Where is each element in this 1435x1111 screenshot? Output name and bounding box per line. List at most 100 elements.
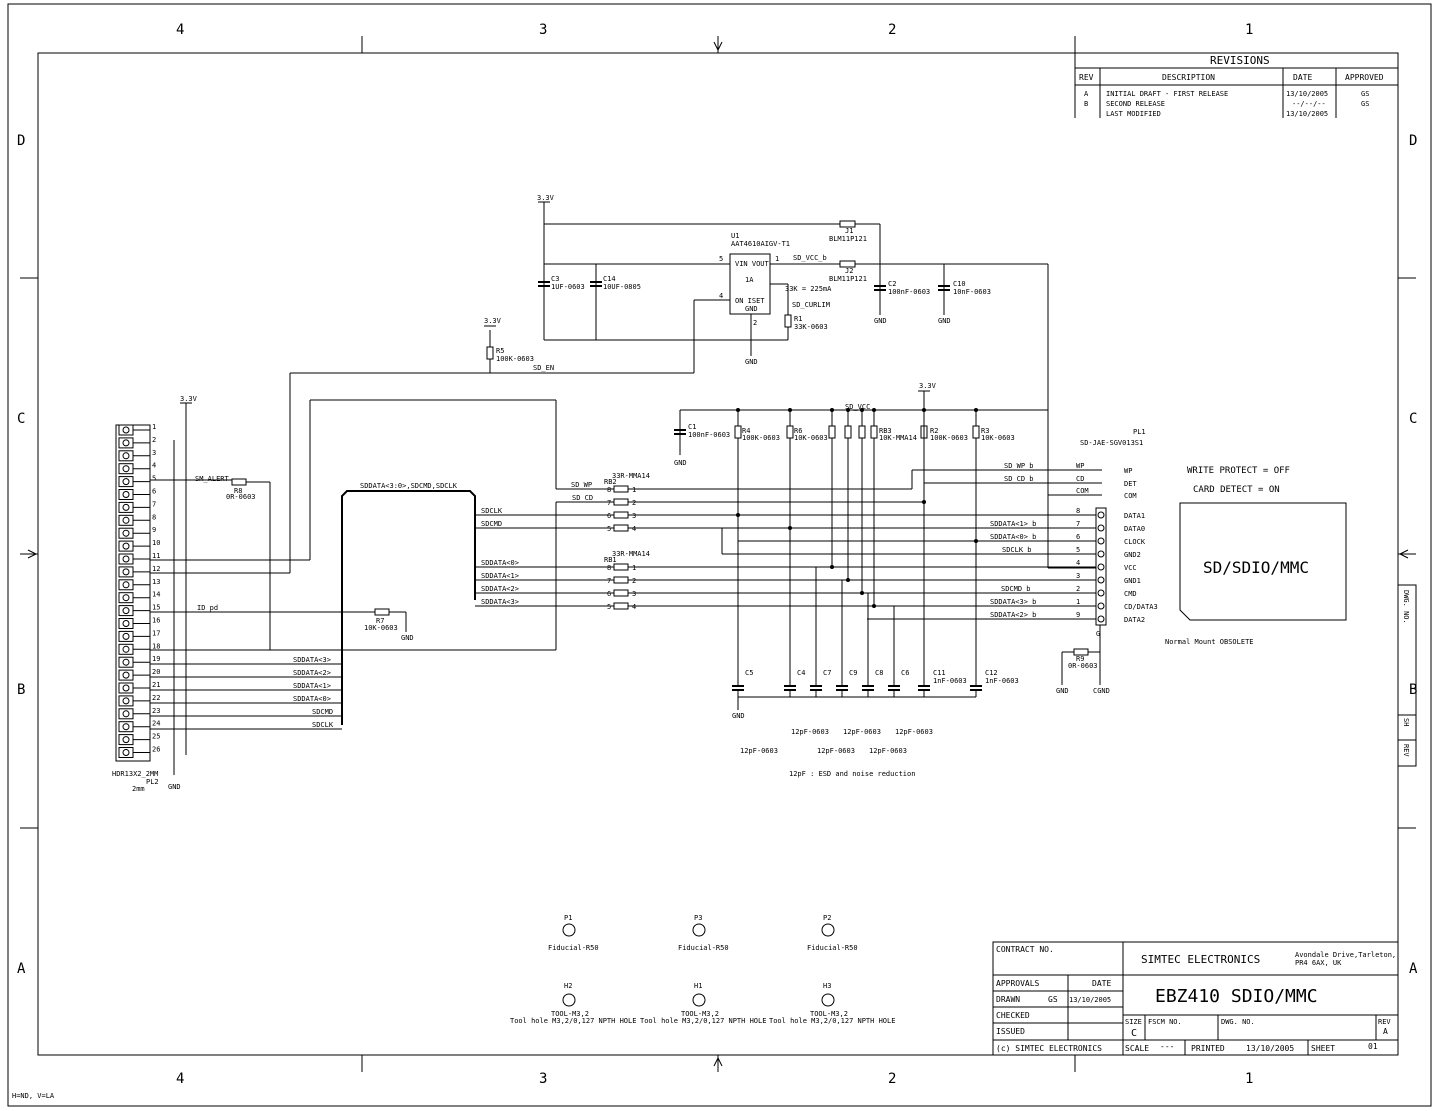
cn-net-d2: SDDATA<2>_b xyxy=(990,611,1036,619)
p1-part: Fiducial-R50 xyxy=(548,944,599,952)
reg-vout-net: SD_VCC_b xyxy=(793,254,827,262)
connector-pin xyxy=(1097,511,1105,519)
cn-net-d3: SDDATA<3>_b xyxy=(990,598,1036,606)
tb-company: SIMTEC ELECTRONICS xyxy=(1141,953,1260,966)
connector-pin-name: WP xyxy=(1124,467,1132,475)
pullup-resistor xyxy=(828,425,836,439)
col-label-1: 1 xyxy=(1245,22,1253,38)
rev-header-date: DATE xyxy=(1293,73,1312,82)
col-label-2-bottom: 2 xyxy=(888,1071,896,1087)
header-pin-number: 9 xyxy=(152,526,156,534)
cn-net-cd: SD_CD_b xyxy=(1004,475,1034,483)
rb-pin-right: 4 xyxy=(632,525,636,533)
r4-value: 100K-0603 xyxy=(742,434,780,442)
h2-part: TOOL-M3,2 xyxy=(551,1010,589,1018)
r8-ref: R8 xyxy=(234,487,242,495)
side-tab-dwg: DWG. NO. xyxy=(1402,590,1410,624)
side-tabs xyxy=(1397,584,1417,767)
tb-fscm: FSCM NO. xyxy=(1148,1018,1182,1026)
esd-value-2: 12pF-0603 xyxy=(843,728,881,736)
h1-ref: H1 xyxy=(694,982,702,990)
header-pin-number: 8 xyxy=(152,513,156,521)
p3-part: Fiducial-R50 xyxy=(678,944,729,952)
rb1-element xyxy=(613,576,629,584)
col-label-3: 3 xyxy=(539,22,547,38)
rev-header-approved: APPROVED xyxy=(1345,73,1384,82)
header-pin-hole xyxy=(122,736,130,744)
rb1-ref: RB1 xyxy=(604,556,617,564)
reg-supply-label: 3.3V xyxy=(537,194,555,202)
hdr-net-sddata3: SDDATA<3> xyxy=(293,656,331,664)
rb-pin-right: 3 xyxy=(632,590,636,598)
header-pin-hole xyxy=(122,723,130,731)
col-label-2: 2 xyxy=(888,22,896,38)
connector-nets-2 xyxy=(721,528,1096,620)
connector-pin xyxy=(1097,602,1105,610)
connector-pin-number: 9 xyxy=(1076,611,1080,619)
tb-sheet: SHEET xyxy=(1311,1044,1335,1053)
rb-pin-right: 1 xyxy=(632,486,636,494)
col-label-1-bottom: 1 xyxy=(1245,1071,1253,1087)
svg-text:LAST MODIFIED: LAST MODIFIED xyxy=(1106,110,1161,118)
row-label-c-right: C xyxy=(1409,411,1417,427)
rb1-element xyxy=(613,589,629,597)
pl1-g: G xyxy=(1096,630,1100,638)
tb-issued: ISSUED xyxy=(996,1027,1025,1036)
pullup-resistor xyxy=(844,425,852,439)
reg-gnd: GND xyxy=(745,358,758,366)
header-pin-hole xyxy=(122,671,130,679)
svg-text:B: B xyxy=(1084,100,1088,108)
cn-net-d1: SDDATA<1>_b xyxy=(990,520,1036,528)
header-pin-number: 16 xyxy=(152,617,160,625)
c1-value: 100nF-0603 xyxy=(688,431,730,439)
header-pin-hole xyxy=(122,426,130,434)
h3-ref: H3 xyxy=(823,982,831,990)
header-pin-number: 5 xyxy=(152,475,156,483)
net-sd-wp: SD_WP xyxy=(571,481,592,489)
header-pin-number: 15 xyxy=(152,604,160,612)
side-tab-sh: SH xyxy=(1402,718,1410,726)
tb-printed-date: 13/10/2005 xyxy=(1246,1044,1294,1053)
r9-value: 0R-0603 xyxy=(1068,662,1098,670)
hdr-net-sddata1: SDDATA<1> xyxy=(293,682,331,690)
outer-border xyxy=(7,3,1432,1107)
reg-pin5: 5 xyxy=(719,255,723,263)
header-pin-hole xyxy=(122,491,130,498)
reg-pin1: 1 xyxy=(775,255,779,263)
cn-net-wp: SD_WP_b xyxy=(1004,462,1034,470)
tb-printed: PRINTED xyxy=(1191,1044,1225,1053)
rb2-ref: RB2 xyxy=(604,478,617,486)
junction-dot xyxy=(872,408,876,412)
header-pins: 1234567891011121314151617181920212223242… xyxy=(118,423,160,758)
bus-line xyxy=(341,490,476,725)
connector-pin-number: 8 xyxy=(1076,507,1080,515)
c12-value: 1nF-0603 xyxy=(985,677,1019,685)
connector-pin-number: 6 xyxy=(1076,533,1080,541)
bus-label: SDDATA<3:0>,SDCMD,SDCLK xyxy=(360,482,458,490)
inner-border xyxy=(37,52,1399,1056)
hdr-net-sddata2: SDDATA<2> xyxy=(293,669,331,677)
pullup-resistor xyxy=(972,425,980,439)
connector-pin xyxy=(1097,615,1105,623)
header-pin-number: 14 xyxy=(152,591,160,599)
header-pin-hole xyxy=(122,439,130,447)
note-mount: Normal Mount OBSOLETE xyxy=(1165,638,1254,646)
header-pin-number: 17 xyxy=(152,629,160,637)
c6-ref: C6 xyxy=(901,669,909,677)
connector-pin-name: GND1 xyxy=(1124,577,1141,585)
header-pin-hole xyxy=(122,529,130,537)
cn-net-clk: SDCLK_b xyxy=(1002,546,1032,554)
note-card-detect: CARD DETECT = ON xyxy=(1193,485,1280,495)
col-label-3-bottom: 3 xyxy=(539,1071,547,1087)
connector-pin-number: 7 xyxy=(1076,520,1080,528)
svg-text:INITIAL DRAFT - FIRST RELEASE: INITIAL DRAFT - FIRST RELEASE xyxy=(1106,90,1228,98)
header-pin-hole xyxy=(122,478,130,486)
header-pin-number: 18 xyxy=(152,642,160,650)
c4-ref: C4 xyxy=(797,669,805,677)
net-sd-cd: SD_CD xyxy=(572,494,593,502)
esd-gnd: GND xyxy=(732,712,745,720)
tb-drawn: DRAWN xyxy=(996,995,1020,1004)
reg-ref: U1 xyxy=(731,232,739,240)
header-pin-hole xyxy=(122,542,130,550)
col-label-4: 4 xyxy=(176,22,184,38)
